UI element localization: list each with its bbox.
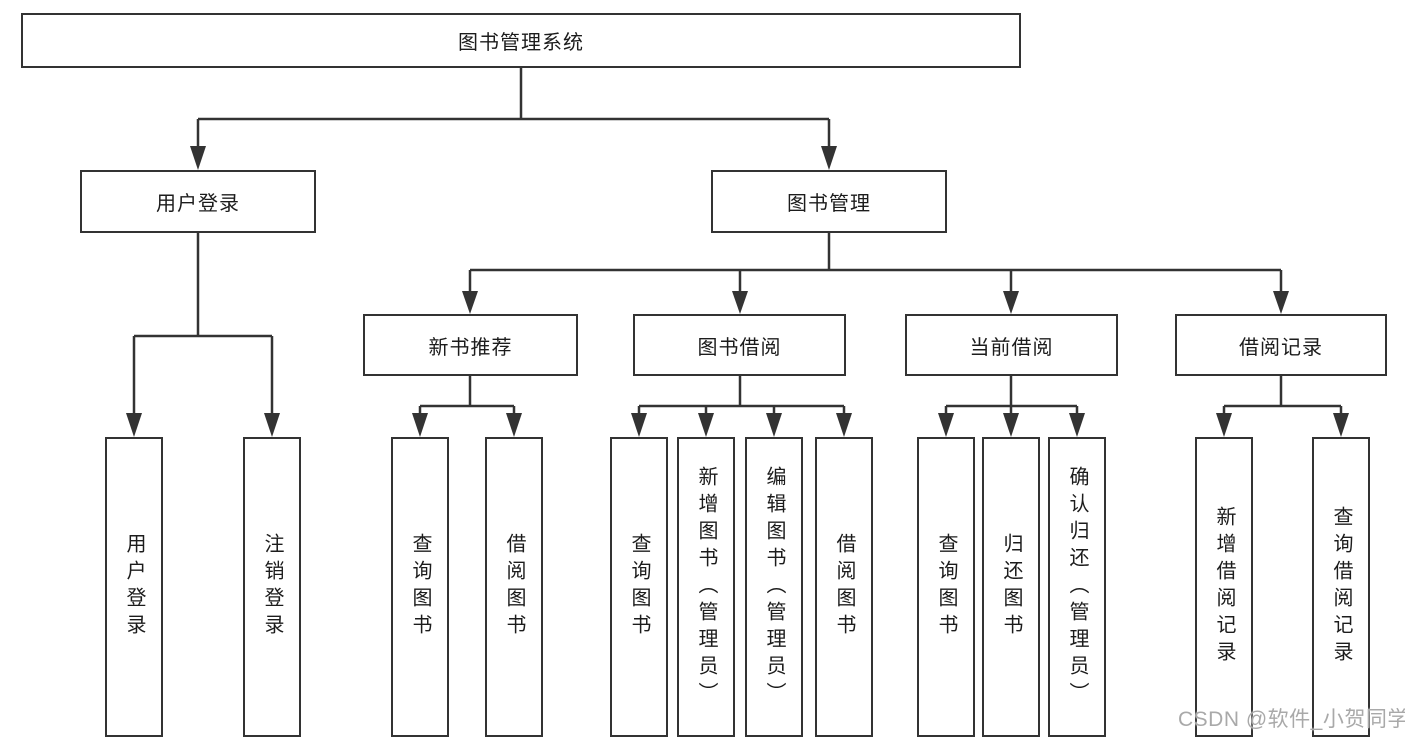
node-label: 新增借阅记录: [1213, 506, 1235, 668]
leaf-current-confirm-return-admin: 确认归还（管理员）: [1048, 437, 1106, 737]
leaf-record-query-borrow-record: 查询借阅记录: [1312, 437, 1370, 737]
node-label: 注销登录: [261, 533, 283, 641]
node-label: 图书管理: [787, 193, 871, 215]
leaf-borrow-edit-book-admin: 编辑图书（管理员）: [745, 437, 803, 737]
node-label: 归还图书: [1000, 533, 1022, 641]
node-label: 编辑图书（管理员）: [763, 465, 785, 709]
csdn-watermark: CSDN @软件_小贺同学: [1178, 708, 1405, 731]
node-label: 当前借阅: [969, 336, 1054, 359]
node-label: 查询图书: [628, 533, 650, 641]
node-label: 借阅图书: [833, 533, 855, 641]
node-root-system: 图书管理系统: [21, 13, 1021, 68]
leaf-logout: 注销登录: [243, 437, 301, 737]
leaf-current-query-book: 查询图书: [917, 437, 975, 737]
node-label: 借阅图书: [503, 533, 525, 641]
node-new-book-recommend: 新书推荐: [363, 314, 578, 376]
node-borrow-record: 借阅记录: [1175, 314, 1387, 376]
leaf-borrow-query-book: 查询图书: [610, 437, 668, 737]
leaf-current-return-book: 归还图书: [982, 437, 1040, 737]
node-label: 查询图书: [935, 533, 957, 641]
leaf-borrow-borrow-book: 借阅图书: [815, 437, 873, 737]
leaf-newbook-borrow-book: 借阅图书: [485, 437, 543, 737]
node-label: 新书推荐: [428, 336, 513, 359]
node-label: 借阅记录: [1239, 336, 1323, 359]
leaf-newbook-query-book: 查询图书: [391, 437, 449, 737]
leaf-user-login: 用户登录: [105, 437, 163, 737]
node-label: 查询借阅记录: [1330, 506, 1352, 668]
node-label: 新增图书（管理员）: [695, 465, 717, 709]
node-label: 图书管理系统: [458, 32, 584, 54]
node-label: 查询图书: [409, 533, 431, 641]
node-user-login: 用户登录: [80, 170, 316, 233]
node-label: 用户登录: [156, 193, 240, 215]
node-book-borrow: 图书借阅: [633, 314, 846, 376]
node-current-borrow: 当前借阅: [905, 314, 1118, 376]
node-label: 用户登录: [123, 533, 145, 641]
node-label: 确认归还（管理员）: [1066, 465, 1088, 709]
leaf-record-add-borrow-record: 新增借阅记录: [1195, 437, 1253, 737]
node-book-management: 图书管理: [711, 170, 947, 233]
node-label: 图书借阅: [697, 336, 782, 359]
leaf-borrow-add-book-admin: 新增图书（管理员）: [677, 437, 735, 737]
